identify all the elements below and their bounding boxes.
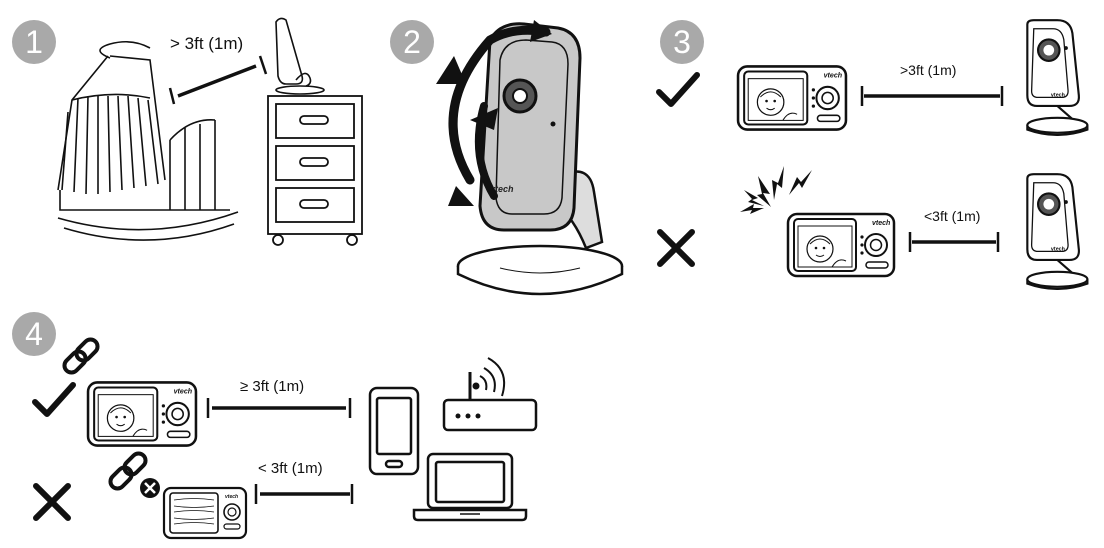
step-4-badge: 4 <box>12 312 56 356</box>
step4-correct-distance-arrow <box>206 398 352 418</box>
router-icon <box>442 372 538 432</box>
step3-camera-correct <box>1026 19 1089 136</box>
step4-parent-unit-incorrect: vtech <box>162 486 248 540</box>
step4-incorrect-distance-arrow <box>254 484 354 504</box>
svg-text:vtech: vtech <box>225 494 238 500</box>
smartphone-icon <box>368 386 420 476</box>
step3-incorrect-distance-label: <3ft (1m) <box>924 208 981 224</box>
camera-on-dresser <box>275 17 325 95</box>
step1-distance-arrow <box>168 55 268 105</box>
unlink-icon <box>108 451 160 498</box>
step3-incorrect-distance-arrow <box>908 232 1000 252</box>
step-1-badge: 1 <box>12 20 56 64</box>
step-2-badge: 2 <box>390 20 434 64</box>
step3-correct-distance-arrow <box>860 86 1004 106</box>
step3-check-icon <box>659 75 697 104</box>
step3-parent-unit-incorrect <box>786 212 896 278</box>
step3-correct-distance-label: >3ft (1m) <box>900 62 957 78</box>
wifi-icon <box>472 357 506 397</box>
step3-camera-incorrect <box>1026 173 1089 290</box>
step4-check-icon <box>35 385 73 414</box>
step4-correct-distance-label: ≥ 3ft (1m) <box>240 378 305 395</box>
crib-illustration <box>57 40 239 241</box>
dresser-illustration <box>267 95 363 246</box>
step3-parent-unit-correct <box>736 65 848 131</box>
laptop-icon <box>412 452 528 522</box>
step4-parent-unit-correct <box>86 381 198 447</box>
step1-distance-label: > 3ft (1m) <box>170 34 244 53</box>
rotating-camera-illustration: vtech <box>436 20 624 296</box>
step4-incorrect-distance-label: < 3ft (1m) <box>258 460 323 477</box>
step-3-badge: 3 <box>660 20 704 64</box>
step4-cross-icon <box>36 486 68 518</box>
camera-brand: vtech <box>490 184 514 194</box>
interference-lightning-icon <box>740 166 812 214</box>
link-icon <box>62 337 100 375</box>
step3-cross-icon <box>660 232 692 264</box>
